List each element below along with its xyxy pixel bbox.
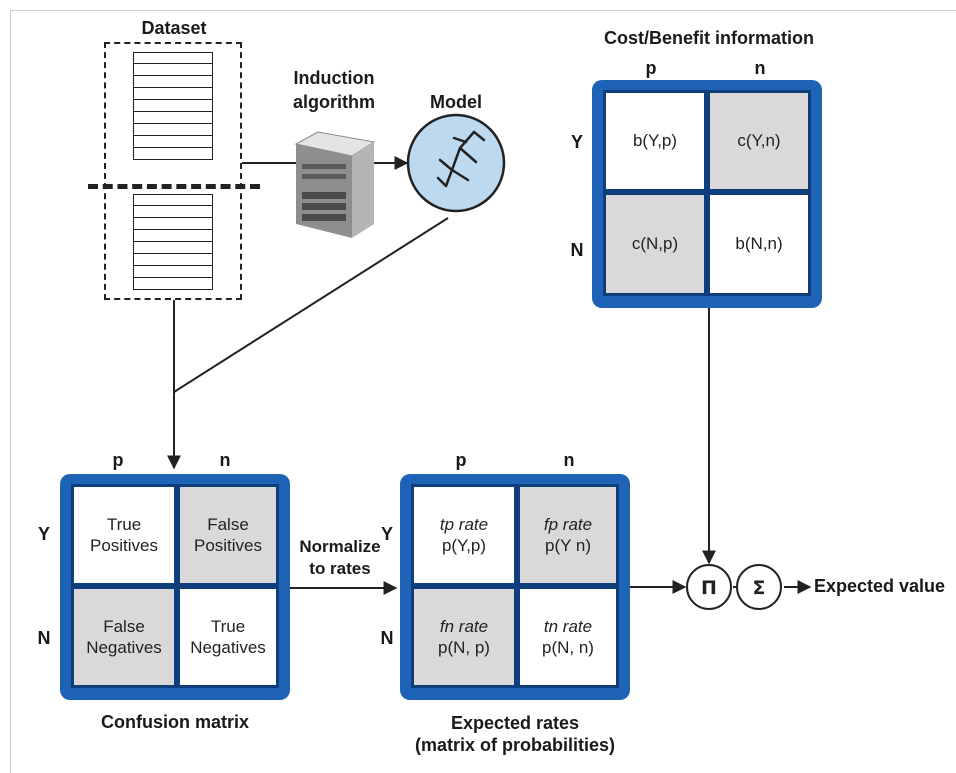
expected-value-label: Expected value [814, 576, 946, 596]
model-tree-icon [406, 113, 506, 213]
svg-text:Σ: Σ [753, 577, 766, 599]
cost-benefit-cell-nn: b(N,n) [707, 192, 811, 296]
cost-benefit-cell-np: c(N,p) [603, 192, 707, 296]
sum-operator-icon: Σ [736, 564, 782, 610]
svg-text:Π: Π [701, 577, 717, 599]
cost-benefit-row-n: N [570, 240, 584, 260]
cost-benefit-col-n: n [754, 58, 766, 78]
training-rows [133, 52, 213, 160]
confusion-col-n: n [219, 450, 231, 470]
cost-benefit-cell-yn: c(Y,n) [707, 90, 811, 192]
frame-top-border [10, 10, 956, 11]
model-label: Model [430, 92, 482, 112]
confusion-row-y: Y [37, 524, 51, 544]
test-rows [133, 194, 213, 290]
expected-row-y: Y [380, 524, 394, 544]
dataset-label: Dataset [141, 18, 207, 38]
confusion-row-n: N [37, 628, 51, 648]
expected-row-n: N [380, 628, 394, 648]
train-test-split-line [88, 184, 260, 189]
dataset-box [104, 42, 242, 300]
cost-benefit-matrix: b(Y,p) c(Y,n) c(N,p) b(N,n) [592, 80, 822, 308]
expected-col-n: n [563, 450, 575, 470]
model-to-confusion-line [173, 217, 449, 393]
cost-benefit-title: Cost/Benefit information [604, 28, 814, 48]
confusion-matrix-title: Confusion matrix [100, 712, 250, 732]
frame-left-border [10, 10, 11, 773]
cost-benefit-row-y: Y [570, 132, 584, 152]
cost-benefit-col-p: p [645, 58, 657, 78]
product-operator-icon: Π [686, 564, 732, 610]
confusion-col-p: p [112, 450, 124, 470]
server-icon [294, 131, 376, 238]
expected-col-p: p [455, 450, 467, 470]
cost-benefit-cell-yp: b(Y,p) [603, 90, 707, 192]
expected-rates-title: Expected rates(matrix of probabilities) [414, 713, 616, 755]
